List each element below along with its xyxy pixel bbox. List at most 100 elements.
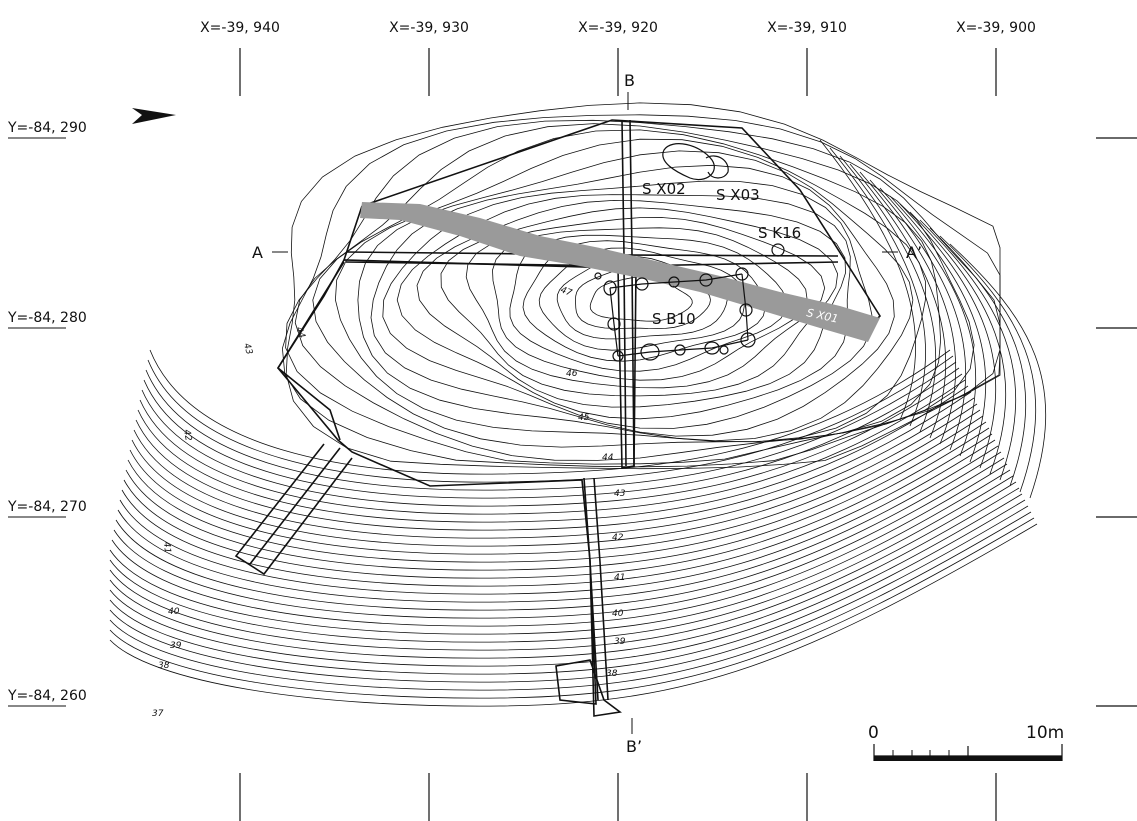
contour-line — [149, 349, 951, 475]
contour-line — [109, 499, 1026, 675]
contour-line — [109, 505, 1029, 683]
north-arrow-icon — [132, 108, 176, 124]
contour-line — [141, 373, 963, 507]
contour-label: 40 — [168, 607, 180, 617]
contour-line — [939, 235, 1037, 493]
contour-line — [879, 187, 977, 457]
contour-line — [370, 164, 895, 437]
section-a-right: A’ — [906, 243, 922, 262]
contour-line — [109, 523, 1038, 707]
contour-line — [509, 234, 787, 372]
x-label-4: X=-39, 910 — [767, 20, 847, 36]
x-label-5: X=-39, 900 — [956, 20, 1036, 36]
excavation-outline — [234, 119, 882, 717]
contour-line — [137, 385, 969, 523]
grid-ticks-bottom — [239, 773, 997, 821]
y-label-2: Y=-84, 280 — [7, 310, 87, 326]
x-label-3: X=-39, 920 — [578, 20, 658, 36]
y-label-4: Y=-84, 260 — [7, 688, 87, 704]
contour-line — [849, 163, 947, 439]
contour-line — [109, 493, 1023, 667]
grid-ticks-right — [1096, 137, 1137, 707]
scale-label-start: 0 — [868, 723, 879, 743]
contour-line — [869, 179, 967, 451]
contour-label: 39 — [170, 641, 182, 651]
contour-line — [139, 379, 966, 515]
section-b-top: B — [624, 71, 635, 90]
contour-label: 40 — [612, 609, 624, 619]
contour-label: 43 — [614, 489, 626, 499]
contour-label: 37 — [152, 709, 164, 719]
contour-line — [949, 243, 1047, 499]
contour-label: 42 — [612, 533, 624, 543]
contour-label: 45 — [578, 413, 590, 423]
contour-label: 38 — [606, 669, 618, 679]
contour-line — [465, 217, 826, 389]
contour-line — [109, 469, 1011, 635]
contour-line — [129, 409, 981, 555]
contour-line — [145, 361, 957, 491]
contour-line — [382, 180, 873, 429]
contour-line — [929, 227, 1027, 487]
contour-line — [127, 415, 984, 563]
label-sk16: S K16 — [758, 224, 801, 242]
contour-line — [334, 138, 926, 443]
contour-number-labels: 47 46 45 44 44 43 43 42 42 41 41 40 40 3… — [152, 285, 626, 719]
contour-line — [115, 451, 1002, 611]
contour-label: 41 — [161, 541, 172, 553]
contour-line — [117, 445, 999, 603]
contour-line — [135, 391, 972, 531]
contour-line — [285, 119, 1001, 465]
contour-label: 43 — [241, 342, 254, 356]
section-b-bottom: B’ — [626, 737, 642, 756]
contour-line — [396, 194, 851, 420]
contour-label: 38 — [158, 661, 170, 671]
contour-label: 47 — [559, 285, 573, 298]
contour-label: 39 — [614, 637, 626, 647]
contour-line — [109, 487, 1020, 659]
y-label-1: Y=-84, 290 — [7, 120, 87, 136]
y-labels: Y=-84, 290 Y=-84, 280 Y=-84, 270 Y=-84, … — [7, 120, 87, 707]
building-sb10 — [594, 267, 756, 362]
label-sb10: S B10 — [652, 310, 696, 328]
contour-line — [899, 203, 997, 469]
section-a-left: A — [252, 243, 263, 262]
contour-line — [538, 247, 745, 351]
label-sx02: S X02 — [642, 180, 686, 198]
contour-line — [109, 511, 1032, 691]
contour-line — [113, 457, 1005, 619]
contour-label: 42 — [181, 429, 193, 442]
contour-line — [859, 171, 957, 445]
grid-ticks-top — [239, 48, 997, 96]
pit-sk16 — [771, 243, 785, 257]
contour-line — [109, 481, 1017, 651]
contour-line — [357, 150, 914, 442]
scale-bar — [873, 744, 1063, 761]
contour-line — [285, 102, 1001, 470]
contour-label: 41 — [614, 573, 625, 583]
contour-line — [133, 397, 975, 539]
contour-line — [131, 403, 978, 547]
contour-line — [909, 211, 1007, 475]
x-label-1: X=-39, 940 — [200, 20, 280, 36]
contour-line — [119, 439, 996, 595]
contour-line — [829, 147, 927, 427]
contour-label: 44 — [293, 326, 306, 340]
contour-line — [919, 219, 1017, 481]
contour-label: 46 — [566, 369, 578, 379]
section-lines — [272, 92, 898, 734]
contour-line — [839, 155, 937, 433]
ditch-sx01 — [360, 202, 880, 342]
contour-line — [492, 227, 808, 381]
contour-line — [281, 114, 1001, 468]
contour-line — [416, 199, 847, 408]
contour-line — [125, 421, 987, 571]
contour-line — [312, 129, 942, 448]
contour-line — [111, 463, 1008, 627]
contour-line — [889, 195, 987, 463]
contour-line — [143, 367, 960, 499]
contour-line — [440, 207, 839, 397]
pit-sx02 — [662, 143, 729, 181]
contour-line — [819, 139, 917, 421]
